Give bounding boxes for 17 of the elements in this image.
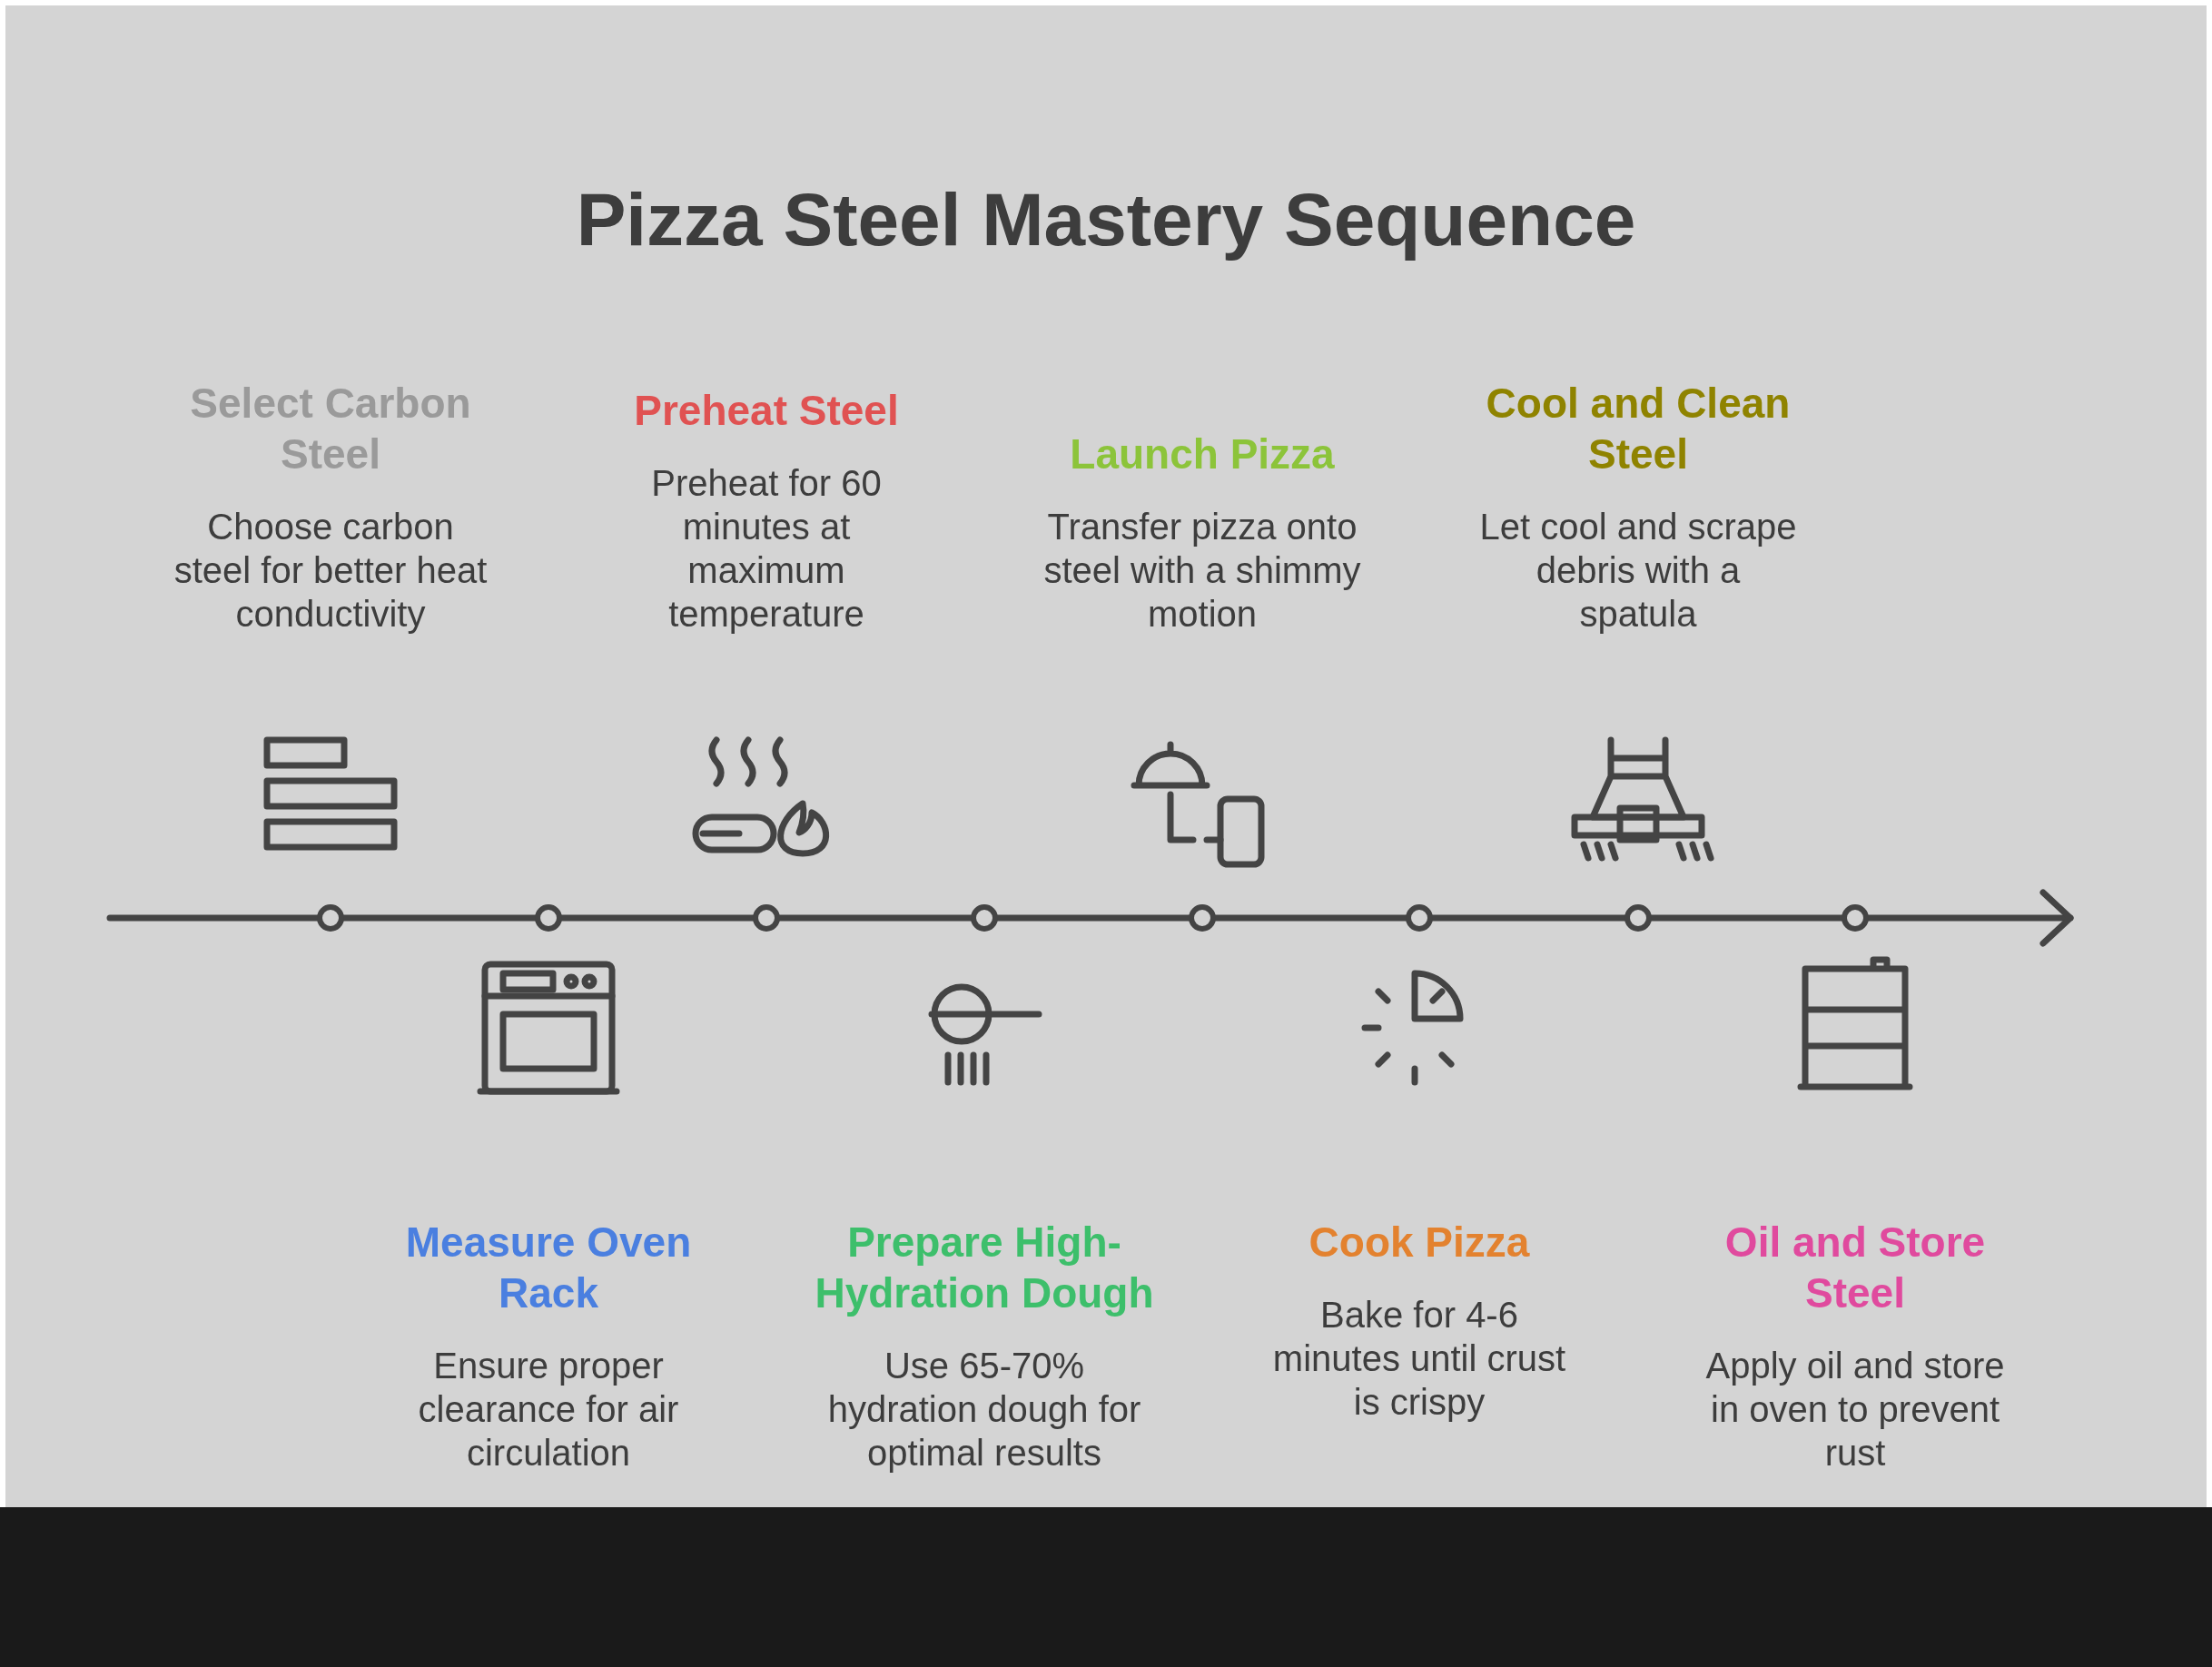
step-heading: Preheat Steel: [634, 386, 899, 436]
step-heading: Measure Oven Rack: [404, 1218, 693, 1318]
step-heading: Prepare High-Hydration Dough: [814, 1218, 1155, 1318]
step-description: Ensure proper clearance for air circulation: [417, 1345, 680, 1475]
step-description: Apply oil and store in oven to prevent rust: [1704, 1345, 2006, 1475]
step-description: Preheat for 60 minutes at maximum temperature: [650, 462, 883, 636]
step-heading: Oil and Store Steel: [1723, 1218, 1987, 1318]
step-description: Let cool and scrape debris with a spatula: [1478, 506, 1798, 636]
step-heading: Cool and Clean Steel: [1485, 379, 1792, 479]
step-description: Transfer pizza onto steel with a shimmy motion: [1042, 506, 1362, 636]
step-description: Bake for 4-6 minutes until crust is crispy: [1271, 1294, 1567, 1424]
step-description: Use 65-70% hydration dough for optimal results: [826, 1345, 1142, 1475]
step-heading: Cook Pizza: [1308, 1218, 1530, 1268]
title: Pizza Steel Mastery Sequence: [575, 177, 1637, 262]
step-description: Choose carbon steel for better heat conductivity: [173, 506, 489, 636]
step-heading: Launch Pizza: [1070, 429, 1335, 479]
step-heading: Select Carbon Steel: [189, 379, 472, 479]
